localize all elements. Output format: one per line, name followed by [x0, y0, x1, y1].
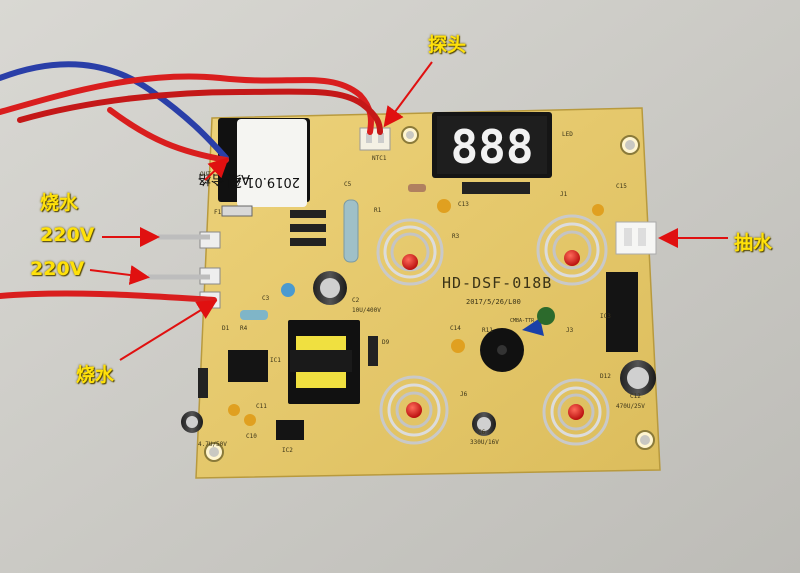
label-ic3: IC3 — [600, 313, 611, 320]
label-c2: C2 — [352, 297, 360, 304]
label-d1: D1 — [222, 325, 230, 332]
label-d9: D9 — [382, 339, 390, 346]
label-j6: J6 — [460, 391, 468, 398]
label-c10: C10 — [246, 433, 257, 440]
label-j1: J1 — [560, 191, 568, 198]
silkscreen-labels: HD-DSF-018B 2017/5/26/L00 NTC1 LED C13 C… — [198, 131, 645, 454]
label-c6-value: 330U/16V — [470, 439, 499, 446]
label-j3: J3 — [566, 327, 574, 334]
board-model: HD-DSF-018B — [442, 274, 552, 292]
annotation-arrows — [89, 61, 728, 361]
spring-contact-4 — [542, 378, 610, 446]
relay-sticker-date: 2019.01.21 — [226, 174, 300, 189]
label-c13: C13 — [458, 201, 469, 208]
label-ntc: NTC1 — [372, 155, 387, 162]
buzzer — [480, 318, 544, 372]
annotation-boil-water-top: 烧水 — [40, 192, 79, 214]
label-r11: R11 — [482, 327, 493, 334]
label-ic1: IC1 — [270, 357, 281, 364]
label-d12: D12 — [600, 373, 611, 380]
wires — [0, 61, 383, 303]
label-c11: C11 — [256, 403, 267, 410]
board-date-code: 2017/5/26/L00 — [466, 298, 521, 306]
pump-connector — [615, 221, 657, 255]
label-out: OUT — [200, 171, 211, 178]
annotation-220v-top: 220V — [40, 224, 95, 246]
label-c2-value: 10U/400V — [352, 307, 381, 314]
label-cmba: CMBA-TTR — [510, 318, 535, 324]
label-c12-value: 470U/25V — [616, 403, 645, 410]
annotation-220v-bottom: 220V — [30, 258, 85, 280]
label-c12: C12 — [630, 393, 641, 400]
label-f1: F1 — [214, 209, 222, 216]
transformer — [288, 320, 360, 404]
label-c-small-value: 4.7U/50V — [198, 441, 227, 448]
seven-segment-display: 888 — [432, 112, 552, 194]
spring-contact-2 — [536, 214, 608, 286]
display-digits: 888 — [450, 120, 533, 174]
small-components — [198, 184, 604, 426]
ntc-connector — [359, 127, 391, 151]
spring-contact-1 — [376, 218, 444, 286]
relay: A级 合格 2019.01.21 — [198, 118, 310, 207]
label-r1: R1 — [374, 207, 382, 214]
label-c15: C15 — [616, 183, 627, 190]
label-r4: R4 — [240, 325, 248, 332]
capacitors — [181, 271, 656, 436]
label-led: LED — [562, 131, 573, 138]
spring-contact-3 — [379, 375, 449, 445]
label-c14: C14 — [450, 325, 461, 332]
label-c5: C5 — [344, 181, 352, 188]
label-ic2: IC2 — [282, 447, 293, 454]
annotation-boil-water-bottom: 烧水 — [76, 364, 115, 386]
annotation-pump-water: 抽水 — [734, 232, 773, 254]
annotation-probe: 探头 — [428, 34, 467, 56]
label-c3: C3 — [262, 295, 270, 302]
label-r3: R3 — [452, 233, 460, 240]
ic-chips — [228, 272, 638, 440]
label-c6: C6 — [478, 429, 486, 436]
